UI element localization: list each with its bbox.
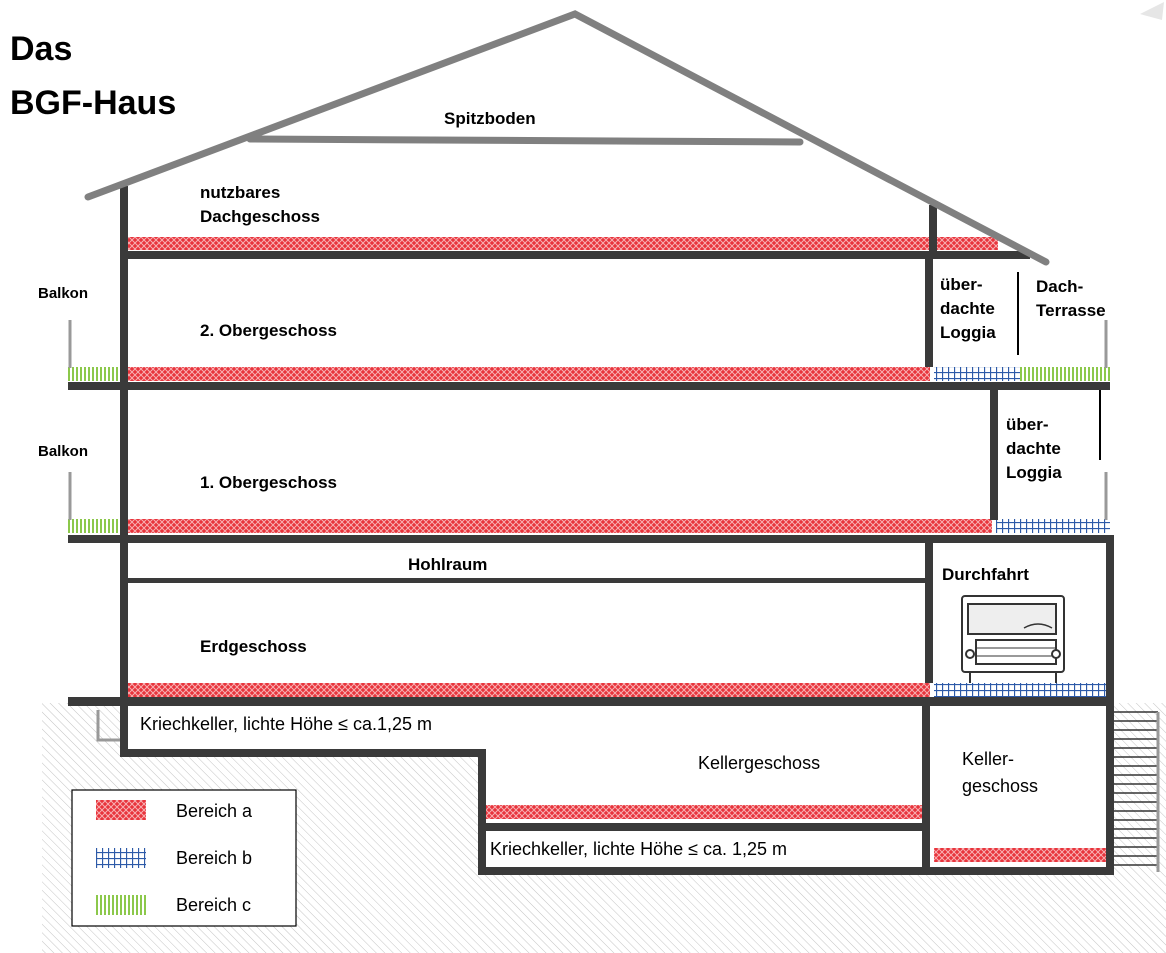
area-a-basement — [482, 805, 930, 819]
label-loggia-upper-1: über- — [940, 275, 983, 294]
label-basement-right-2: geschoss — [962, 776, 1038, 796]
label-crawl-upper: Kriechkeller, lichte Höhe ≤ ca.1,25 m — [140, 714, 432, 734]
area-c-roof-terrace — [1020, 367, 1110, 381]
railings — [68, 320, 1108, 520]
area-a-ground-floor — [122, 683, 930, 697]
label-loggia-lower-1: über- — [1006, 415, 1049, 434]
label-passage: Durchfahrt — [942, 565, 1029, 584]
label-attic: Spitzboden — [444, 109, 536, 128]
area-a-roof-floor — [122, 237, 998, 250]
label-first-floor: 1. Obergeschoss — [200, 473, 337, 492]
diagram-title-line1: Das — [10, 30, 72, 68]
label-roof-terrace-2: Terrasse — [1036, 301, 1106, 320]
label-loggia-lower-2: dachte — [1006, 439, 1061, 458]
legend-label-area-b: Bereich b — [176, 848, 252, 868]
label-roof-terrace-1: Dach- — [1036, 277, 1083, 296]
basement-light-well — [96, 710, 122, 742]
area-b-passage — [934, 683, 1110, 697]
roof — [84, 10, 1050, 266]
label-second-floor: 2. Obergeschoss — [200, 321, 337, 340]
vehicle-icon — [961, 595, 1065, 683]
legend: Bereich a Bereich b Bereich c — [71, 789, 297, 927]
legend-label-area-c: Bereich c — [176, 895, 251, 915]
area-a-basement-right — [934, 848, 1110, 862]
label-balcony-upper: Balkon — [38, 285, 88, 302]
label-loggia-upper-3: Loggia — [940, 323, 996, 342]
legend-swatch-area-b — [96, 848, 146, 868]
area-c-balcony-lower — [68, 519, 122, 533]
legend-label-area-a: Bereich a — [176, 801, 253, 821]
label-loggia-lower-3: Loggia — [1006, 463, 1062, 482]
loggia-dividers — [1017, 272, 1101, 460]
diagram-title-line2: BGF-Haus — [10, 84, 176, 122]
label-loggia-upper-2: dachte — [940, 299, 995, 318]
area-a-second-floor — [122, 367, 930, 381]
area-c-balcony-upper — [68, 367, 122, 381]
legend-swatch-area-a — [96, 800, 146, 820]
area-b-loggia-lower — [996, 519, 1110, 533]
floor-areas — [68, 237, 1110, 862]
area-a-first-floor — [122, 519, 992, 533]
label-roof-floor-2: Dachgeschoss — [200, 207, 320, 226]
label-crawl-lower: Kriechkeller, lichte Höhe ≤ ca. 1,25 m — [490, 839, 787, 859]
area-b-loggia-upper — [934, 367, 1020, 381]
label-roof-floor-1: nutzbares — [200, 183, 280, 202]
label-balcony-lower: Balkon — [38, 443, 88, 460]
label-basement: Kellergeschoss — [698, 753, 820, 773]
label-ground-floor: Erdgeschoss — [200, 637, 307, 656]
label-basement-right-1: Keller- — [962, 749, 1014, 769]
label-cavity: Hohlraum — [408, 555, 487, 574]
legend-swatch-area-c — [96, 895, 146, 915]
structure — [68, 186, 1114, 875]
corner-mark — [1140, 2, 1164, 20]
